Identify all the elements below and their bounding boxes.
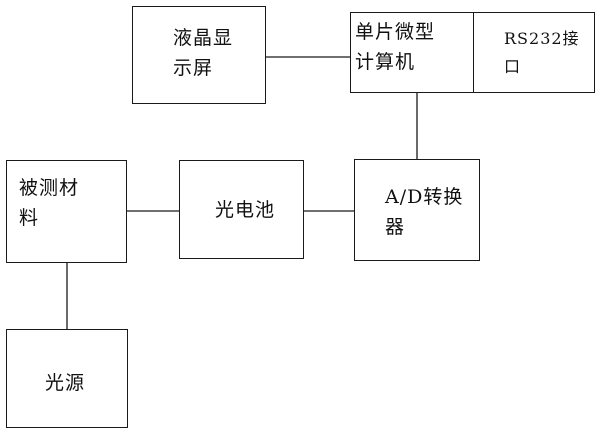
ad-converter-box: A/D转换 器 (354, 159, 480, 261)
rs232-interface-box: RS232接 口 (473, 12, 595, 93)
photocell-box: 光电池 (179, 160, 304, 259)
ad-converter-label: A/D转换 器 (385, 186, 464, 238)
sample-material-label: 被测材 料 (19, 177, 80, 229)
lcd-display-box: 液晶显 示屏 (132, 6, 266, 104)
rs232-interface-label: RS232接 口 (504, 29, 580, 76)
microcontroller-box: 单片微型 计算机 (350, 12, 475, 93)
microcontroller-label: 单片微型 计算机 (355, 21, 436, 73)
sample-material-box: 被测材 料 (6, 160, 127, 263)
lcd-display-label: 液晶显 示屏 (173, 27, 234, 79)
photocell-label: 光电池 (215, 199, 276, 221)
light-source-label: 光源 (45, 372, 86, 394)
light-source-box: 光源 (6, 329, 128, 428)
